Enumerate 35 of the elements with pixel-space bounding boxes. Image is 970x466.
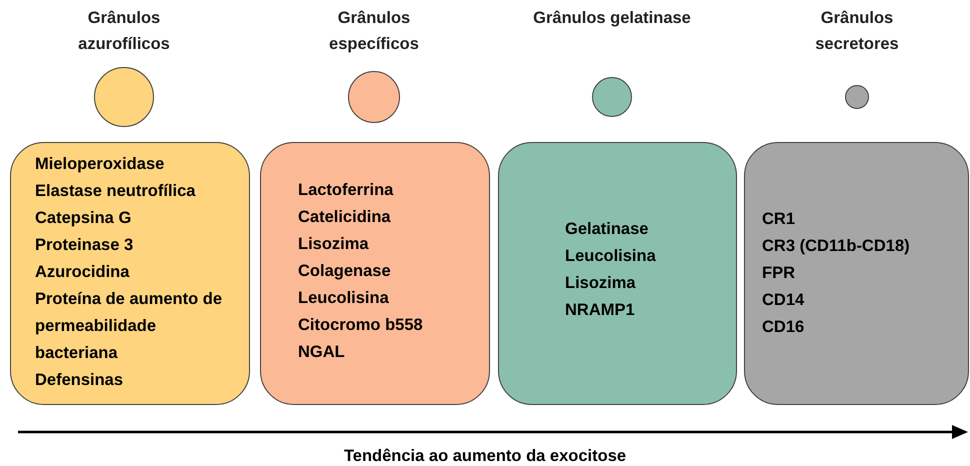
- granule-circle: [348, 71, 400, 123]
- list-item: FPR: [762, 263, 795, 284]
- list-item: Colagenase: [298, 261, 391, 282]
- granule-circle: [845, 85, 869, 109]
- granule-heading: Grânulos azurofílicos: [77, 8, 171, 55]
- list-item: Lisozima: [298, 234, 369, 255]
- list-item: Defensinas: [35, 370, 124, 391]
- granule-heading: Grânulos secretores: [814, 8, 900, 55]
- list-item: Proteína de aumento de permeabilidade bacteriana: [35, 289, 224, 364]
- list-item: Proteinase 3: [35, 235, 134, 256]
- list-item: Lisozima: [565, 273, 636, 294]
- list-item: CR1: [762, 209, 796, 230]
- list-item: CD14: [762, 290, 804, 311]
- content-panel: [744, 142, 969, 405]
- list-item: Catelicidina: [298, 207, 391, 228]
- list-item: Azurocidina: [35, 262, 130, 283]
- granule-heading: Grânulos gelatinase: [532, 8, 692, 29]
- list-item: Mieloperoxidase: [35, 154, 164, 175]
- list-item: NGAL: [298, 342, 345, 363]
- granule-circle: [592, 77, 632, 117]
- list-item: Catepsina G: [35, 208, 132, 229]
- list-item: CR3 (CD11b-CD18): [762, 236, 910, 257]
- list-item: Leucolisina: [565, 246, 656, 267]
- granule-heading: Grânulos específicos: [328, 8, 420, 55]
- list-item: Gelatinase: [565, 219, 648, 240]
- content-panel: [498, 142, 737, 405]
- axis-caption: Tendência ao aumento da exocitose: [342, 446, 628, 466]
- list-item: Leucolisina: [298, 288, 389, 309]
- list-item: NRAMP1: [565, 300, 635, 321]
- content-panel: [10, 142, 250, 405]
- list-item: Citocromo b558: [298, 315, 423, 336]
- list-item: Elastase neutrofílica: [35, 181, 196, 202]
- content-panel: [260, 142, 490, 405]
- list-item: Lactoferrina: [298, 180, 394, 201]
- list-item: CD16: [762, 317, 804, 338]
